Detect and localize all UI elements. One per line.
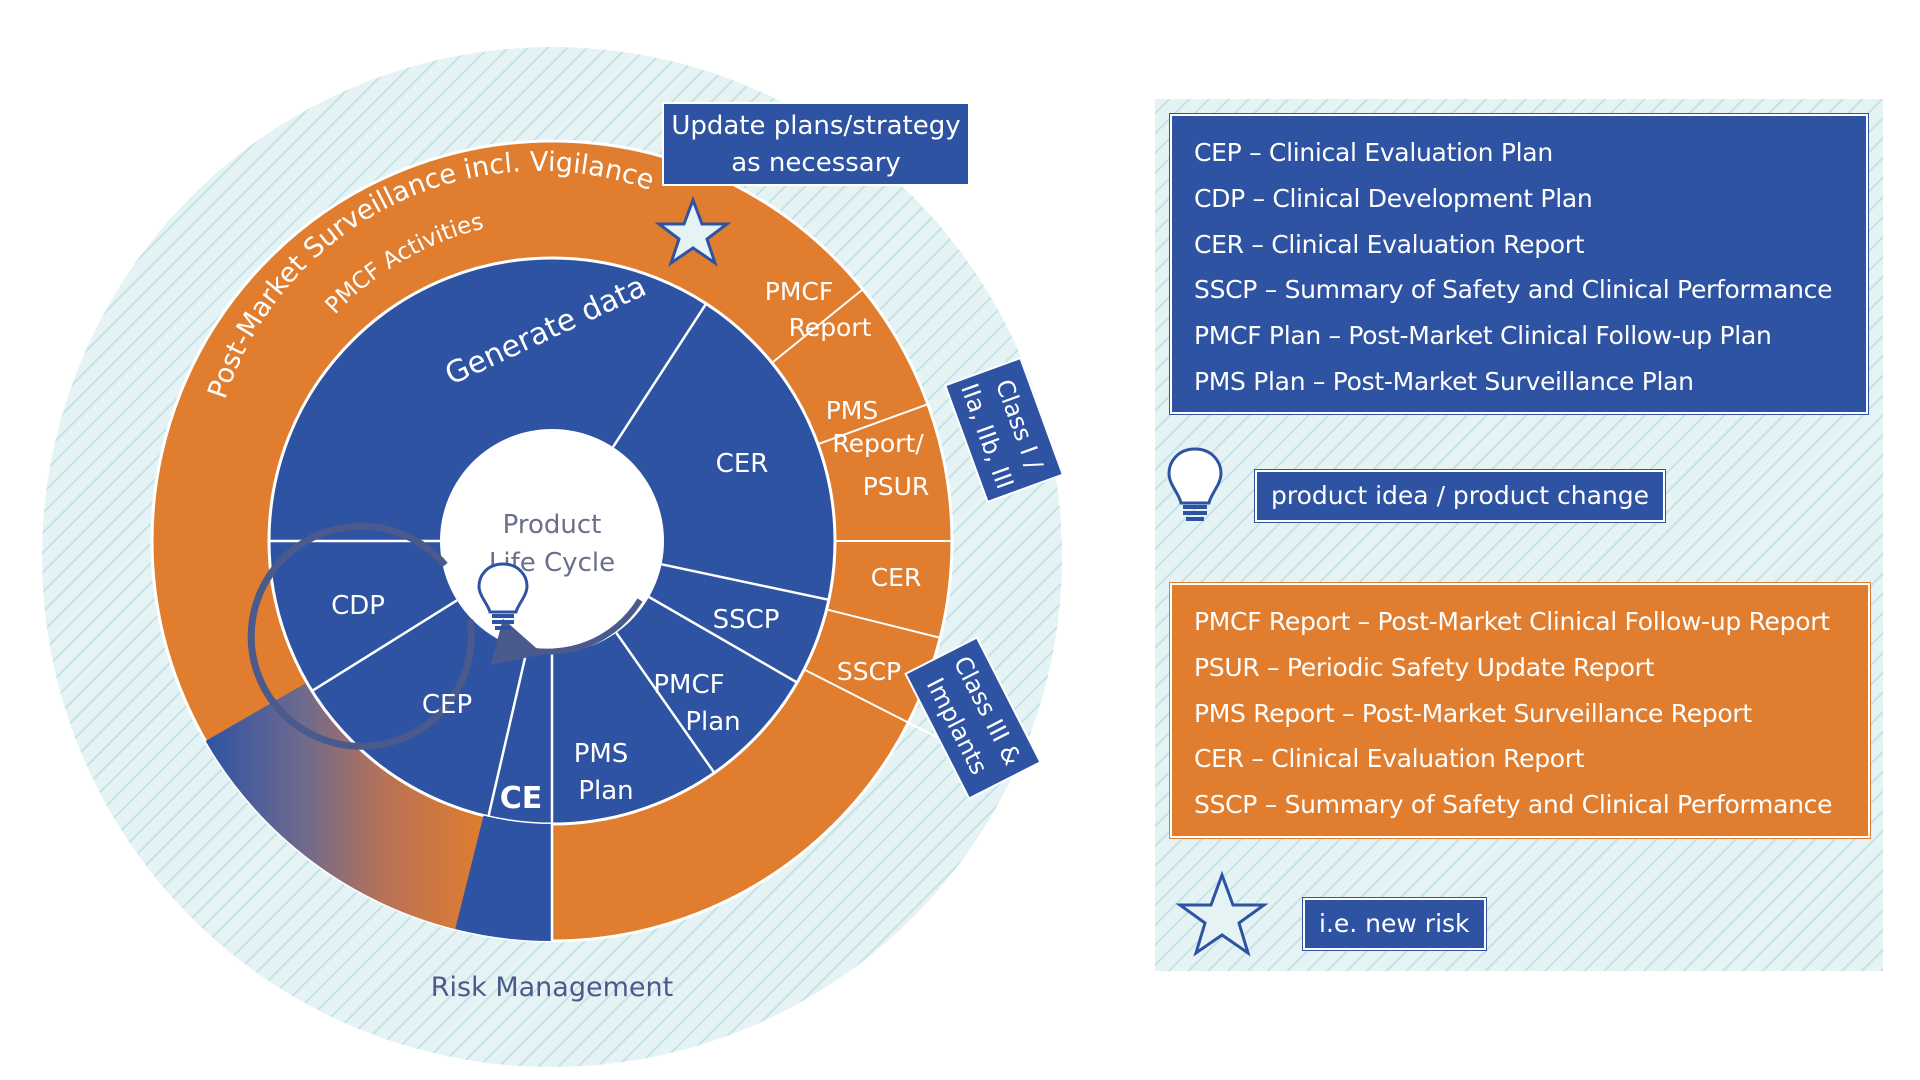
divider-pmcf-report-pms-report [817,403,929,446]
reports-legend-box: PMCF Report – Post-Market Clinical Follo… [1170,583,1870,838]
pms-report-label-line1: PMS [826,396,879,425]
idea-legend-chip: product idea / product change [1255,470,1666,522]
pms-report-label-line3: PSUR [863,472,930,501]
center-label-line1: Product [503,510,602,540]
divider-cer-sscp [661,563,830,602]
cer-inner-label: CER [716,449,769,479]
cdp-label: CDP [331,591,385,621]
risk-management-label: Risk Management [431,972,673,1003]
divider-cdp-cep [311,599,458,693]
sscp-inner-label: SSCP [713,605,780,635]
outer-segment-dividers [771,288,952,742]
lightbulb-icon [477,562,529,630]
ce-wedge [455,815,552,941]
star-icon [1175,870,1269,957]
star-icon [654,195,732,267]
divider-generate-cer [611,302,708,448]
update-plans-line2: as necessary [731,148,901,178]
divider-cep-ce [487,649,529,818]
pmcf-report-label-line1: PMCF [765,277,833,306]
inner-segment-dividers [269,302,830,941]
update-plans-box [662,102,970,186]
pms-report-label-line2: Report/ [832,429,924,458]
divider-star-pmcf-report [771,288,864,364]
legend-cer: CER – Clinical Evaluation Report [1194,229,1585,259]
center-circle [440,429,664,653]
pmcf-plan-label-line2: Plan [685,707,740,737]
risk-legend-chip: i.e. new risk [1303,898,1486,950]
update-plans-line1: Update plans/strategy [671,111,960,141]
legend-psur: PSUR – Periodic Safety Update Report [1194,652,1655,682]
legend-pmcf-report: PMCF Report – Post-Market Clinical Follo… [1194,607,1830,636]
sscp-outer-label: SSCP [837,657,901,686]
legend-pms-plan: PMS Plan – Post-Market Surveillance Plan [1194,366,1694,396]
lightbulb-icon [1167,447,1223,521]
pmcf-plan-label-line1: PMCF [653,670,724,700]
legend-cep: CEP – Clinical Evaluation Plan [1194,138,1553,167]
pms-plan-label-line2: Plan [578,776,633,806]
divider-sscp-pmcf [648,595,798,684]
divider-sscp-end [803,668,945,742]
cep-label: CEP [422,690,472,720]
legend-sscp-report: SSCP – Summary of Safety and Clinical Pe… [1194,790,1833,820]
legend-cer-report: CER – Clinical Evaluation Report [1194,744,1585,774]
legend-pmcf-plan: PMCF Plan – Post-Market Clinical Follow-… [1194,321,1772,351]
legend-sscp: SSCP – Summary of Safety and Clinical Pe… [1194,275,1833,305]
ce-transition-fade [205,682,484,930]
ce-mark: CE [500,781,543,816]
plans-legend-box: CEP – Clinical Evaluation Plan CDP – Cli… [1170,114,1868,414]
lifecycle-loop [247,522,475,750]
legend-cdp: CDP – Clinical Development Plan [1194,183,1593,213]
pms-plan-label-line1: PMS [574,739,629,769]
legend-pms-report: PMS Report – Post-Market Surveillance Re… [1194,698,1752,728]
divider-cer-sscp [826,608,941,639]
pmcf-report-label-line2: Report [789,313,872,342]
lifecycle-arrow [490,598,643,666]
divider-pmcf-pms [615,632,716,774]
cer-outer-label: CER [871,563,922,592]
